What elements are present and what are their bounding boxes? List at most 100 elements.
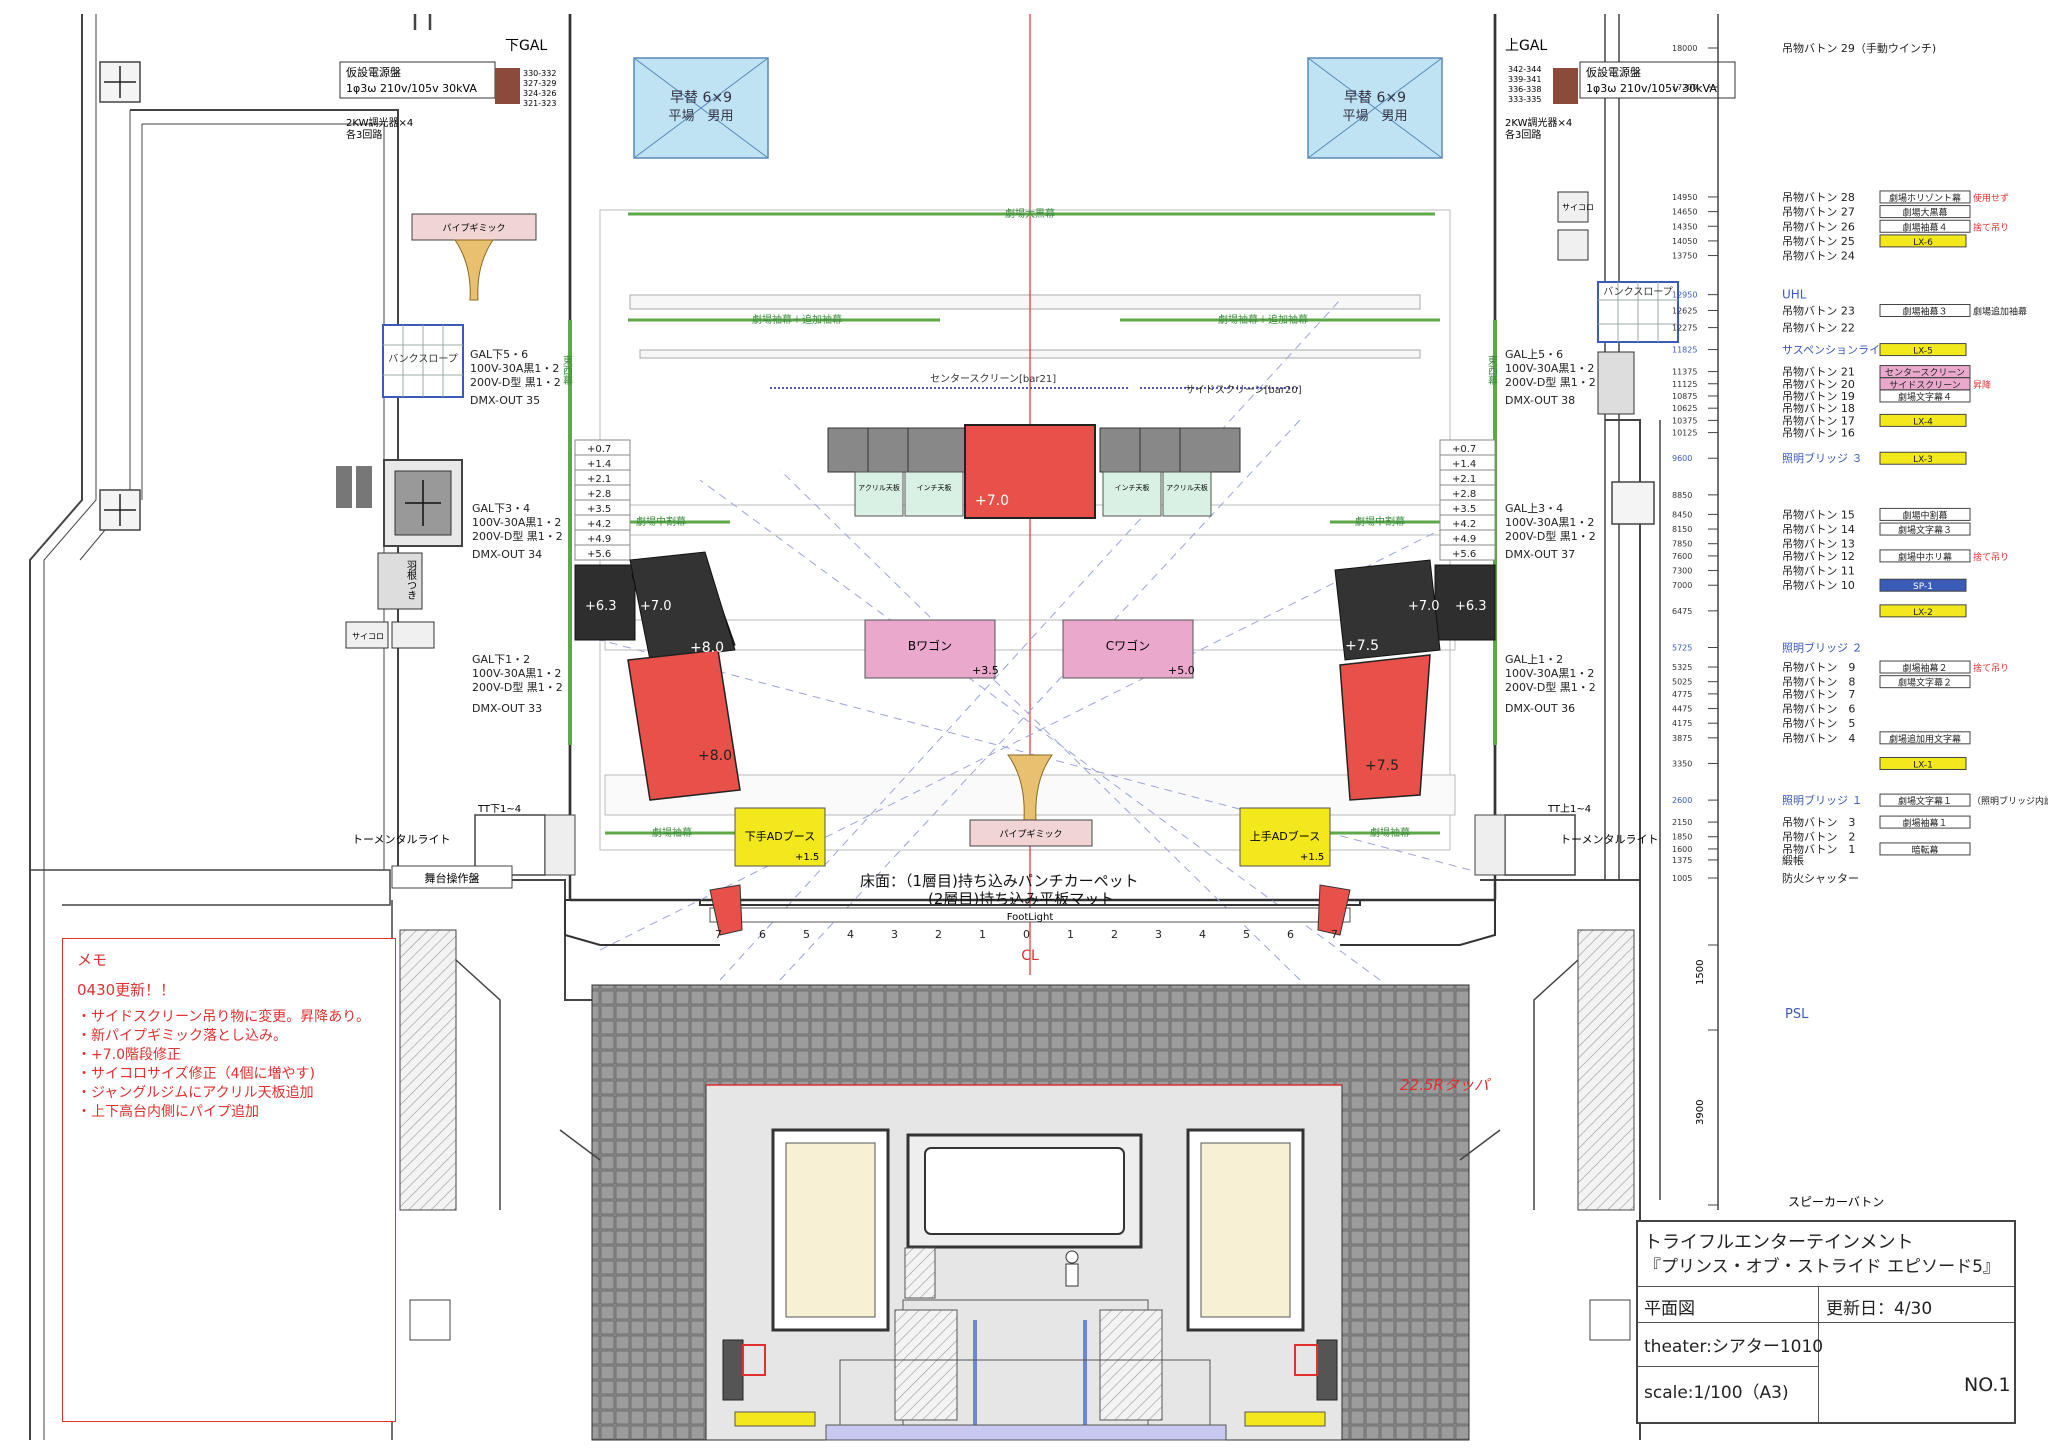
batten-tag-box bbox=[1879, 549, 1971, 563]
svg-text:+1.4: +1.4 bbox=[1452, 459, 1476, 470]
batten-tag: 劇場中ホリ幕 bbox=[1898, 551, 1952, 563]
svg-text:+7.0: +7.0 bbox=[640, 599, 672, 614]
structural-columns bbox=[99, 61, 1655, 531]
bank-slope-right: バンクスロープ bbox=[1597, 281, 1679, 343]
svg-text:330-332: 330-332 bbox=[523, 69, 556, 78]
svg-text:+1.4: +1.4 bbox=[587, 459, 611, 470]
svg-text:床面：（1層目)持ち込みパンチカーペット: 床面：（1層目)持ち込みパンチカーペット bbox=[860, 872, 1139, 890]
batten-name: 吊物バトン 9 bbox=[1782, 660, 1855, 674]
svg-text:TT上1~4: TT上1~4 bbox=[1547, 803, 1591, 815]
svg-text:DMX-OUT 38: DMX-OUT 38 bbox=[1505, 394, 1575, 407]
right-step-levels: +0.7 +1.4 +2.1 +2.8 +3.5 +4.2 +4.9 +5.6 … bbox=[1345, 444, 1487, 774]
batten-name: 防火シャッター bbox=[1782, 871, 1859, 885]
batten-tag-box bbox=[1879, 304, 1971, 318]
batten-tag: LX-4 bbox=[1913, 417, 1933, 427]
svg-text:舞台操作盤: 舞台操作盤 bbox=[425, 871, 480, 885]
footlight-number: 2 bbox=[935, 928, 942, 941]
batten-tag-box bbox=[1879, 756, 1967, 770]
side-screen-label: サイドスクリーン[bar20] bbox=[1185, 384, 1302, 396]
batten-height: 3875 bbox=[1672, 734, 1692, 743]
footlight-number: 4 bbox=[847, 928, 854, 941]
saikoro-right: サイコロ bbox=[1557, 191, 1635, 415]
memo-body: 0430更新！！・サイドスクリーン吊り物に変更。昇降あり。・新パイプギミック落と… bbox=[77, 981, 370, 1122]
batten-name: 吊物バトン 17 bbox=[1782, 413, 1855, 427]
psl-label: PSL bbox=[1785, 1007, 1809, 1022]
batten-height: 5725 bbox=[1672, 643, 1692, 652]
memo-item-6: ・上下高台内側にパイプ追加 bbox=[77, 1104, 259, 1120]
svg-text:インチ天板: インチ天板 bbox=[1115, 483, 1150, 492]
stage-left-tower bbox=[574, 439, 741, 801]
stage-right-tower bbox=[1334, 439, 1496, 801]
batten-tag: 劇場大黒幕 bbox=[1902, 207, 1947, 219]
center-screen-label: センタースクリーン[bar21] bbox=[930, 373, 1056, 385]
svg-text:パイプギミック: パイプギミック bbox=[999, 829, 1062, 840]
batten-name: サスペンションライト bbox=[1782, 344, 1891, 357]
batten-height: 10875 bbox=[1672, 392, 1697, 401]
gal-block-r-56: GAL上5・6 100V-30A黒1・2 200V-D型 黒1・2 DMX-OU… bbox=[1505, 348, 1596, 407]
batten-height: 11375 bbox=[1672, 368, 1697, 377]
svg-text:DMX-OUT 35: DMX-OUT 35 bbox=[470, 394, 540, 407]
svg-text:+7.5: +7.5 bbox=[1345, 638, 1379, 654]
svg-text:仮設電源盤: 仮設電源盤 bbox=[1586, 65, 1641, 79]
footlight-label: FootLight bbox=[1007, 912, 1054, 923]
footlight-number: 6 bbox=[1287, 928, 1294, 941]
svg-text:336-338: 336-338 bbox=[1508, 85, 1541, 94]
footlight-number: 3 bbox=[891, 928, 898, 941]
memo-item-4: ・サイコロサイズ修正（4個に増やす) bbox=[77, 1066, 315, 1082]
batten-height: 4475 bbox=[1672, 705, 1692, 714]
batten-name: 吊物バトン 5 bbox=[1782, 716, 1855, 730]
memo-item-2: ・新パイプギミック落とし込み。 bbox=[77, 1028, 287, 1044]
batten-height: 14650 bbox=[1672, 208, 1697, 217]
memo-title: メモ bbox=[77, 951, 108, 969]
svg-text:200V-D型 黒1・2: 200V-D型 黒1・2 bbox=[1505, 529, 1596, 543]
svg-text:GAL上1・2: GAL上1・2 bbox=[1505, 653, 1563, 666]
svg-text:アクリル天板: アクリル天板 bbox=[858, 483, 900, 492]
batten-height: 11825 bbox=[1672, 346, 1697, 355]
batten-height: 1850 bbox=[1672, 833, 1692, 842]
show-title: 『プリンス・オブ・ストライド エピソード5』 bbox=[1644, 1257, 2000, 1277]
batten-height: 5025 bbox=[1672, 678, 1692, 687]
batten-tag: 劇場袖幕２ bbox=[1902, 662, 1947, 674]
mid-wing-label-l: 劇場中割幕 bbox=[636, 515, 686, 528]
batten-note: 捨て吊り bbox=[1973, 221, 2009, 233]
temp-power-left: 仮設電源盤 1φ3ω 210v/105v 30kVA 330-332 327-3… bbox=[339, 38, 556, 141]
svg-text:DMX-OUT 37: DMX-OUT 37 bbox=[1505, 548, 1575, 561]
building-walls-right bbox=[1480, 14, 1661, 1440]
batten-name: 吊物バトン 11 bbox=[1782, 564, 1855, 578]
center-platform bbox=[964, 424, 1096, 519]
batten-tag-box bbox=[1879, 413, 1967, 427]
cl-label: CL bbox=[1021, 948, 1039, 964]
dim-1500: 1500 bbox=[1695, 960, 1706, 985]
svg-text:+4.9: +4.9 bbox=[1452, 534, 1476, 545]
batten-name: 吊物バトン 23 bbox=[1782, 304, 1855, 318]
svg-text:+3.5: +3.5 bbox=[1452, 504, 1476, 515]
svg-text:(2層目)持ち込み平板マット: (2層目)持ち込み平板マット bbox=[928, 890, 1114, 908]
batten-tag-box bbox=[1879, 451, 1967, 465]
batten-tag: LX-1 bbox=[1913, 760, 1933, 770]
svg-text:+2.8: +2.8 bbox=[1452, 489, 1476, 500]
batten-tag: 劇場袖幕３ bbox=[1902, 306, 1947, 318]
batten-name: 吊物バトン 6 bbox=[1782, 702, 1855, 716]
memo-item-5: ・ジャングルジムにアクリル天板追加 bbox=[77, 1085, 314, 1101]
svg-text:+3.5: +3.5 bbox=[972, 664, 999, 677]
batten-tag-box bbox=[1879, 190, 1971, 204]
batten-note: 使用せず bbox=[1973, 192, 2009, 204]
batten-tag: 劇場文字幕１ bbox=[1898, 795, 1952, 807]
svg-text:GAL上3・4: GAL上3・4 bbox=[1505, 502, 1563, 515]
svg-text:+3.5: +3.5 bbox=[587, 504, 611, 515]
batten-tag: LX-5 bbox=[1913, 347, 1933, 357]
batten-tag: 暗転幕 bbox=[1911, 844, 1938, 856]
mid-wing-label-r: 劇場中割幕 bbox=[1355, 515, 1405, 528]
batten-tag-box bbox=[1879, 522, 1971, 536]
svg-text:各3回路: 各3回路 bbox=[1505, 128, 1541, 141]
svg-text:200V-D型 黒1・2: 200V-D型 黒1・2 bbox=[472, 529, 563, 543]
batten-tag-box bbox=[1879, 234, 1967, 248]
batten-tag-box bbox=[1879, 219, 1971, 233]
drawing-number: NO.1 bbox=[1964, 1374, 2011, 1396]
pipe-gimmick-downstage: パイプギミック bbox=[969, 754, 1093, 847]
svg-text:333-335: 333-335 bbox=[1508, 95, 1541, 104]
svg-text:アクリル天板: アクリル天板 bbox=[1166, 483, 1208, 492]
wing-label-r: 劇場袖幕 bbox=[1370, 826, 1410, 839]
